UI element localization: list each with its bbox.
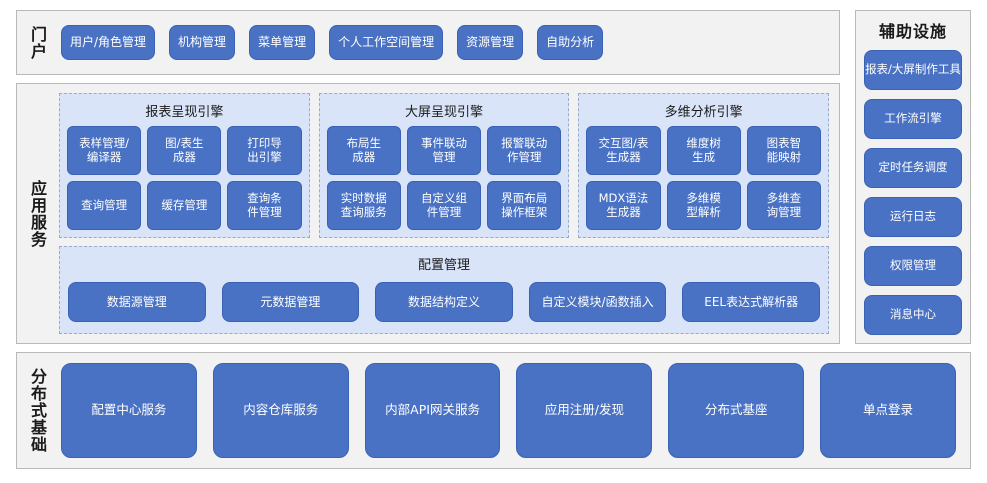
portal-item-2[interactable]: 菜单管理 [249, 25, 316, 60]
engine-panel-2: 多维分析引擎交互图/表 生成器维度树 生成图表智 能映射 MDX语法 生成器多维模… [578, 93, 830, 238]
engine-2-item-1[interactable]: 维度树 生成 [666, 126, 741, 175]
engine-2-item-0[interactable]: 交互图/表 生成器 [586, 126, 661, 175]
portal-item-3[interactable]: 个人工作空间管理 [329, 25, 444, 60]
portal-layer-label: 门户 [27, 25, 47, 60]
engine-panel-2-grid: 交互图/表 生成器维度树 生成图表智 能映射 MDX语法 生成器多维模 型解析多维… [586, 126, 822, 230]
aux-item-4[interactable]: 权限管理 [864, 246, 962, 286]
engine-2-item-3[interactable]: MDX语法 生成器 [586, 181, 661, 230]
engine-1-item-2[interactable]: 报警联动 作管理 [487, 126, 562, 175]
engine-0-item-2[interactable]: 打印导 出引擎 [227, 126, 302, 175]
config-item-1[interactable]: 元数据管理 [221, 282, 360, 322]
config-item-0[interactable]: 数据源管理 [68, 282, 206, 322]
aux-item-1[interactable]: 工作流引擎 [864, 99, 962, 139]
engine-panel-1: 大屏呈现引擎布局生 成器事件联动 管理报警联动 作管理实时数据 查询服务自定义组… [318, 93, 570, 238]
distributed-base-layer: 分布式基础 配置中心服务内容仓库服务内部API网关服务应用注册/发现分布式基座单… [16, 352, 971, 469]
aux-item-0[interactable]: 报表/大屏制作工具 [864, 50, 962, 90]
engine-panel-1-title: 大屏呈现引擎 [405, 105, 484, 120]
distributed-base-layer-label: 分布式基础 [27, 368, 47, 453]
engine-panel-0-title: 报表呈现引擎 [145, 105, 224, 120]
base-item-2[interactable]: 内部API网关服务 [364, 363, 501, 458]
engine-0-item-3[interactable]: 查询管理 [67, 181, 142, 230]
engine-2-item-2[interactable]: 图表智 能映射 [746, 126, 822, 175]
base-item-5[interactable]: 单点登录 [820, 363, 956, 458]
engine-0-item-5[interactable]: 查询条 件管理 [227, 181, 302, 230]
engine-panel-1-grid: 布局生 成器事件联动 管理报警联动 作管理实时数据 查询服务自定义组 件管理界面… [326, 126, 562, 230]
portal-item-5[interactable]: 自助分析 [537, 25, 604, 60]
config-management-item-list: 数据源管理元数据管理数据结构定义自定义模块/函数插入 EEL表达式解析器 [68, 279, 820, 325]
aux-item-2[interactable]: 定时任务调度 [864, 148, 962, 188]
engine-panel-2-title: 多维分析引擎 [664, 105, 743, 120]
application-service-layer: 应用服务 报表呈现引擎表样管理/ 编译器图/表生 成器打印导 出引擎查询管理缓存… [16, 83, 840, 344]
aux-item-5[interactable]: 消息中心 [864, 295, 962, 335]
aux-facilities-item-list: 报表/大屏制作工具工作流引擎定时任务调度运行日志权限管理消息中心 [864, 50, 962, 335]
aux-item-3[interactable]: 运行日志 [864, 197, 962, 237]
base-item-4[interactable]: 分布式基座 [668, 363, 805, 458]
portal-item-4[interactable]: 资源管理 [457, 25, 524, 60]
base-item-1[interactable]: 内容仓库服务 [212, 363, 349, 458]
engine-panel-0: 报表呈现引擎表样管理/ 编译器图/表生 成器打印导 出引擎查询管理缓存管理查询条… [59, 93, 310, 238]
engine-2-item-5[interactable]: 多维查 询管理 [746, 181, 822, 230]
engine-1-item-5[interactable]: 界面布局 操作框架 [487, 181, 562, 230]
engine-panel-0-grid: 表样管理/ 编译器图/表生 成器打印导 出引擎查询管理缓存管理查询条 件管理 [67, 126, 302, 230]
portal-item-0[interactable]: 用户/角色管理 [61, 25, 156, 60]
engine-1-item-4[interactable]: 自定义组 件管理 [406, 181, 482, 230]
base-item-0[interactable]: 配置中心服务 [61, 363, 197, 458]
engine-1-item-0[interactable]: 布局生 成器 [326, 126, 401, 175]
portal-item-list: 用户/角色管理机构管理菜单管理个人工作空间管理资源管理自助分析 [57, 11, 839, 74]
engine-2-item-4[interactable]: 多维模 型解析 [666, 181, 741, 230]
base-item-3[interactable]: 应用注册/发现 [516, 363, 653, 458]
config-item-4[interactable]: EEL表达式解析器 [682, 282, 820, 322]
config-management-panel: 配置管理 数据源管理元数据管理数据结构定义自定义模块/函数插入 EEL表达式解析器 [59, 246, 829, 334]
config-item-3[interactable]: 自定义模块/函数插入 [528, 282, 667, 322]
distributed-base-item-list: 配置中心服务内容仓库服务内部API网关服务应用注册/发现分布式基座单点登录 [57, 353, 970, 468]
engine-0-item-4[interactable]: 缓存管理 [147, 181, 222, 230]
engine-0-item-1[interactable]: 图/表生 成器 [147, 126, 222, 175]
portal-item-1[interactable]: 机构管理 [169, 25, 236, 60]
engine-0-item-0[interactable]: 表样管理/ 编译器 [67, 126, 142, 175]
application-service-layer-label: 应用服务 [27, 179, 47, 248]
engine-panel-list: 报表呈现引擎表样管理/ 编译器图/表生 成器打印导 出引擎查询管理缓存管理查询条… [59, 93, 830, 238]
aux-facilities-layer: 辅助设施 报表/大屏制作工具工作流引擎定时任务调度运行日志权限管理消息中心 [855, 10, 971, 344]
config-item-2[interactable]: 数据结构定义 [375, 282, 513, 322]
application-service-body: 报表呈现引擎表样管理/ 编译器图/表生 成器打印导 出引擎查询管理缓存管理查询条… [57, 84, 839, 343]
aux-facilities-title: 辅助设施 [878, 22, 947, 41]
engine-1-item-1[interactable]: 事件联动 管理 [406, 126, 482, 175]
portal-layer: 门户 用户/角色管理机构管理菜单管理个人工作空间管理资源管理自助分析 [16, 10, 840, 75]
engine-1-item-3[interactable]: 实时数据 查询服务 [326, 181, 401, 230]
config-management-title: 配置管理 [417, 258, 470, 273]
